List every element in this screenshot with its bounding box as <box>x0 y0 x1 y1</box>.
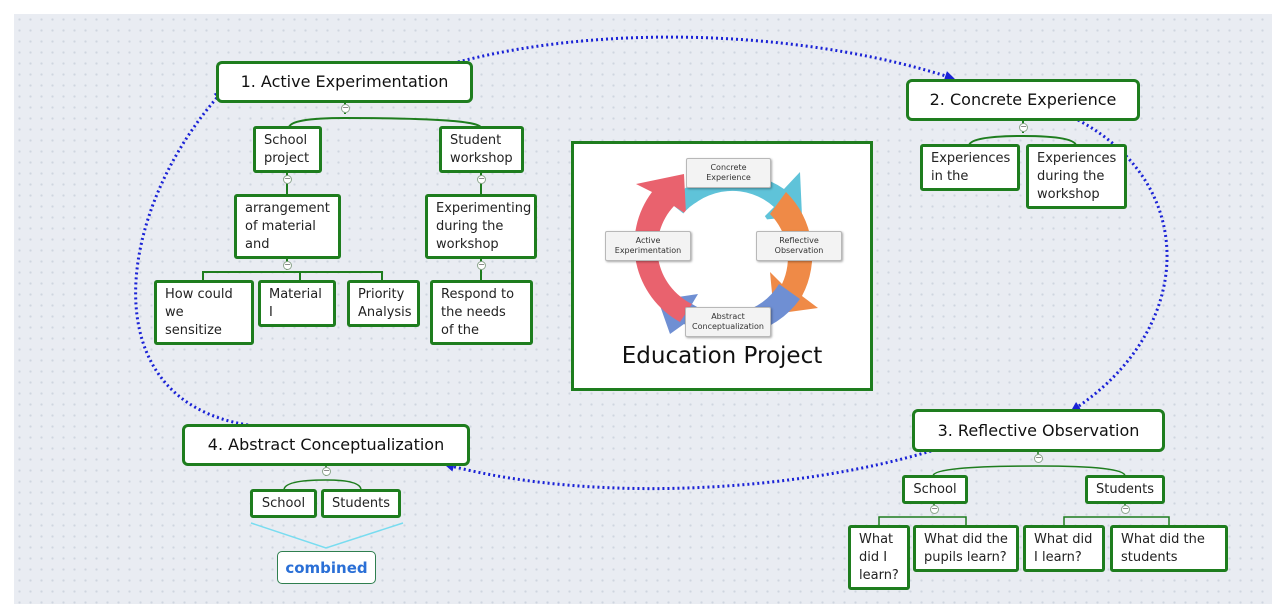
combined-summary[interactable]: combined <box>277 551 376 584</box>
node-material[interactable]: Material I prepared <box>258 280 336 327</box>
node-what-did-pupils-learn[interactable]: What did the pupils learn? <box>913 525 1019 572</box>
node-what-did-students-learn[interactable]: What did the students learn? <box>1110 525 1228 572</box>
node-what-did-i-learn-students[interactable]: What did I learn? <box>1023 525 1105 572</box>
collapse-icon[interactable]: − <box>322 466 331 476</box>
collapse-icon[interactable]: − <box>477 174 486 184</box>
collapse-icon[interactable]: − <box>1121 504 1130 514</box>
node-experiences-school[interactable]: Experiences in the school <box>920 144 1020 191</box>
node-respond[interactable]: Respond to the needs of the students <box>430 280 533 345</box>
stage-abstract-conceptualization[interactable]: 4. Abstract Conceptualization <box>182 424 470 466</box>
center-image-card[interactable]: Concrete Experience Reflective Observati… <box>571 141 873 391</box>
collapse-icon[interactable]: − <box>283 260 292 270</box>
node-school-project[interactable]: School project <box>253 126 322 173</box>
node-experiences-workshop[interactable]: Experiences during the workshop <box>1026 144 1127 209</box>
collapse-icon[interactable]: − <box>283 174 292 184</box>
cycle-label-abstract: Abstract Conceptualization <box>685 307 771 337</box>
cycle-segment-active <box>634 174 692 322</box>
node-reflective-school[interactable]: School <box>902 475 968 504</box>
node-reflective-students[interactable]: Students <box>1085 475 1165 504</box>
collapse-icon[interactable]: − <box>930 504 939 514</box>
node-what-did-i-learn-school[interactable]: What did I learn? <box>848 525 910 590</box>
node-student-workshop[interactable]: Student workshop <box>439 126 524 173</box>
node-arrangement[interactable]: arrangement of material and methods <box>234 194 341 259</box>
collapse-icon[interactable]: − <box>477 260 486 270</box>
stage-concrete-experience[interactable]: 2. Concrete Experience <box>906 79 1140 121</box>
collapse-icon[interactable]: − <box>1034 453 1043 463</box>
cycle-label-reflective: Reflective Observation <box>756 231 842 261</box>
collapse-icon[interactable]: − <box>1019 122 1028 132</box>
node-priority[interactable]: Priority Analysis <box>347 280 420 327</box>
collapse-icon[interactable]: − <box>341 103 350 113</box>
node-abstract-students[interactable]: Students <box>321 489 401 518</box>
node-sensitize[interactable]: How could we sensitize awareness? <box>154 280 254 345</box>
node-abstract-school[interactable]: School <box>250 489 317 518</box>
center-title: Education Project <box>621 343 823 369</box>
stage-active-experimentation[interactable]: 1. Active Experimentation <box>216 61 473 103</box>
node-experimenting[interactable]: Experimenting during the workshop <box>425 194 537 259</box>
cycle-label-concrete: Concrete Experience <box>686 158 771 188</box>
stage-reflective-observation[interactable]: 3. Reflective Observation <box>912 409 1165 452</box>
cycle-label-active: Active Experimentation <box>605 231 691 261</box>
